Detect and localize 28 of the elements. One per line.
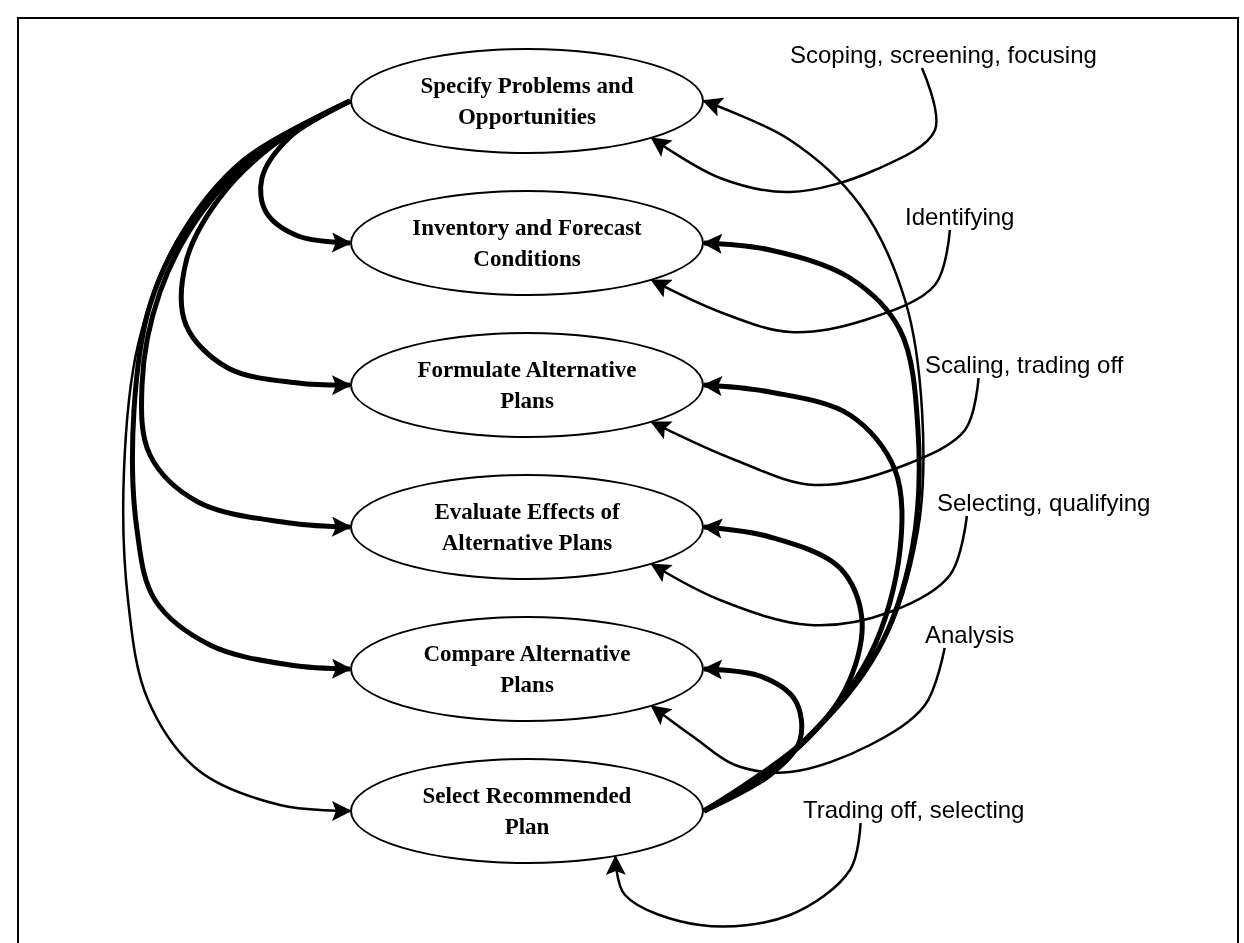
step-label: Inventory and Forecast Conditions	[411, 214, 643, 273]
arrow	[650, 229, 952, 334]
process-ellipse	[350, 190, 704, 296]
activity-label: Analysis	[925, 620, 1015, 650]
arrow	[122, 99, 352, 821]
process-ellipse	[350, 474, 704, 580]
step-label: Formulate Alternative Plans	[416, 356, 638, 415]
activity-label: Trading off, selecting	[803, 795, 1025, 825]
arrow	[702, 659, 805, 814]
arrow	[650, 67, 938, 194]
step-label: Evaluate Effects of Alternative Plans	[433, 498, 621, 557]
arrow	[130, 98, 352, 679]
arrow	[650, 377, 980, 487]
arrow	[606, 822, 862, 928]
activity-label: Selecting, qualifying	[937, 488, 1151, 518]
arrow	[650, 647, 946, 774]
activity-label: Scaling, trading off	[925, 350, 1124, 380]
process-ellipse	[350, 48, 704, 154]
arrow	[702, 233, 922, 814]
arrow	[650, 515, 969, 627]
activity-label: Identifying	[905, 202, 1015, 232]
step-label: Select Recommended Plan	[421, 782, 633, 841]
process-ellipse	[350, 616, 704, 722]
step-label: Compare Alternative Plans	[422, 640, 632, 699]
step-label: Specify Problems and Opportunities	[419, 72, 635, 131]
activity-label: Scoping, screening, focusing	[790, 40, 1097, 70]
process-ellipse	[350, 758, 704, 864]
process-ellipse	[350, 332, 704, 438]
